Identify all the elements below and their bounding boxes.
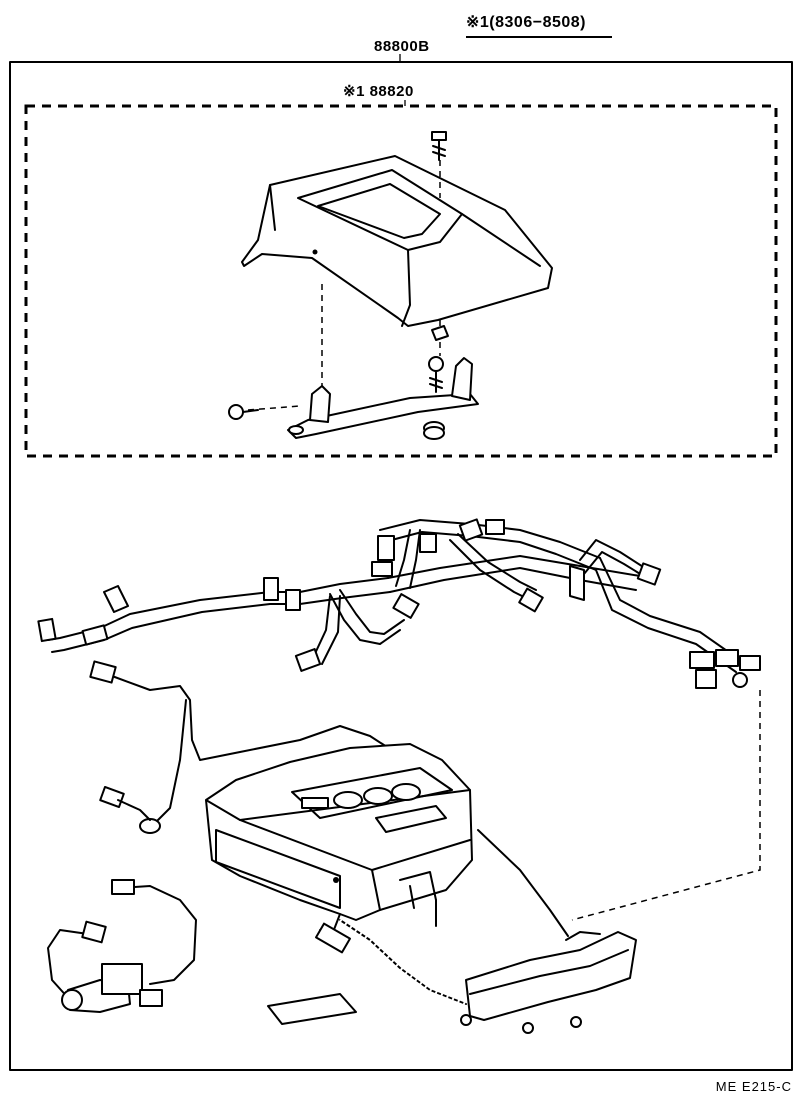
corrugated-hose bbox=[315, 918, 467, 1006]
gasket-pad bbox=[267, 993, 357, 1025]
console-cover bbox=[241, 155, 553, 327]
date-range-label: ※1(8306−8508) bbox=[466, 14, 586, 31]
mounting-bracket bbox=[287, 357, 479, 439]
bolt-top bbox=[431, 131, 447, 161]
assembly-number-label: 88800B bbox=[374, 38, 430, 55]
outer-frame bbox=[9, 54, 793, 1071]
assembly-line bbox=[571, 690, 761, 921]
bolt-bracket bbox=[428, 356, 444, 393]
drain-cable bbox=[477, 829, 569, 937]
clip bbox=[431, 325, 449, 341]
outlet-duct bbox=[460, 931, 637, 1034]
nut bbox=[423, 421, 445, 440]
solenoid-valve bbox=[47, 879, 197, 1013]
bolt-side bbox=[228, 404, 259, 420]
pipe-fittings bbox=[37, 518, 761, 689]
sub-assembly-number-label: ※1 88820 bbox=[343, 83, 414, 100]
diagram-code-label: ME E215-C bbox=[715, 1079, 792, 1094]
date-range-underline bbox=[466, 36, 612, 38]
cooling-unit bbox=[205, 743, 473, 941]
assembly-line bbox=[247, 405, 301, 411]
wire-harness bbox=[89, 660, 405, 834]
inner-dashed-frame bbox=[24, 100, 778, 458]
